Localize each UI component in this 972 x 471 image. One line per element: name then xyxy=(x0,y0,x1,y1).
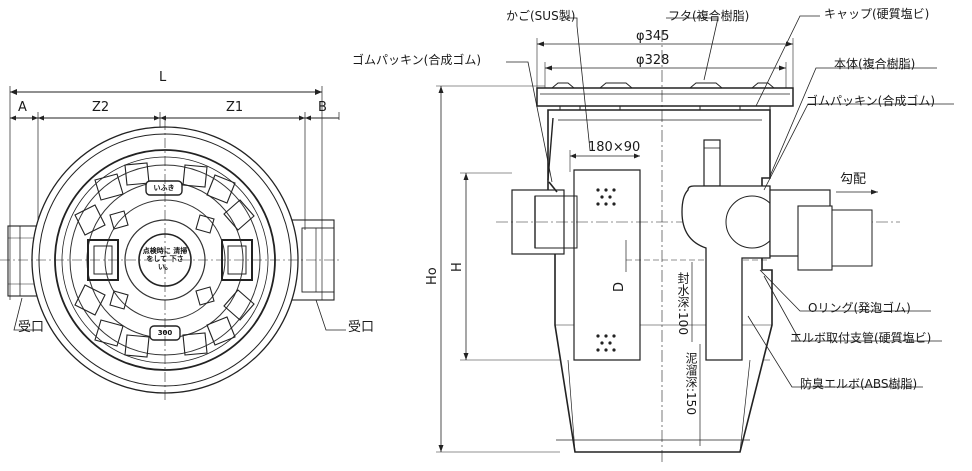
plan-view xyxy=(0,86,346,400)
inner-diameter-label: φ328 xyxy=(636,53,670,68)
section-view xyxy=(436,15,954,462)
callout-elbow-pipe: エルボ取付支管(硬質塩ビ) xyxy=(790,331,932,345)
depth-d-label: D xyxy=(612,281,627,292)
callout-o-ring: Oリング(発泡ゴム) xyxy=(808,301,911,315)
dim-z1-label: Z1 xyxy=(226,100,244,115)
lid-bottom-marking: 300 xyxy=(157,329,173,337)
dim-b-label: B xyxy=(318,100,327,115)
slope-label: 勾配 xyxy=(840,172,867,187)
lid-top-marking: いふき xyxy=(153,184,175,192)
height-label: H xyxy=(450,262,465,272)
water-seal-depth-label: 封水深:100 xyxy=(676,272,690,335)
inlet-left-label: 受口 xyxy=(18,320,45,335)
outer-diameter-label: φ345 xyxy=(636,29,670,44)
callout-rubber-gasket-right: ゴムパッキン(合成ゴム) xyxy=(806,94,936,108)
callout-rubber-gasket-left: ゴムパッキン(合成ゴム) xyxy=(352,53,482,67)
sludge-depth-label: 泥溜深:150 xyxy=(684,352,698,415)
callout-lid: フタ(複合樹脂) xyxy=(668,9,750,23)
callout-cap: キャップ(硬質塩ビ) xyxy=(824,7,930,21)
opening-size-label: 180×90 xyxy=(588,140,641,155)
dim-z2-label: Z2 xyxy=(92,100,110,115)
callout-body: 本体(複合樹脂) xyxy=(834,57,916,71)
dim-a-label: A xyxy=(18,100,27,115)
dim-l-label: L xyxy=(159,70,167,85)
callout-odor-elbow: 防臭エルボ(ABS樹脂) xyxy=(800,377,918,391)
inlet-right-label: 受口 xyxy=(348,320,375,335)
lid-center-marking: 点検時に 清掃をして 下さい。 xyxy=(142,247,188,271)
callout-basket: かご(SUS製) xyxy=(506,9,576,23)
overall-height-label: Ho xyxy=(425,267,440,285)
